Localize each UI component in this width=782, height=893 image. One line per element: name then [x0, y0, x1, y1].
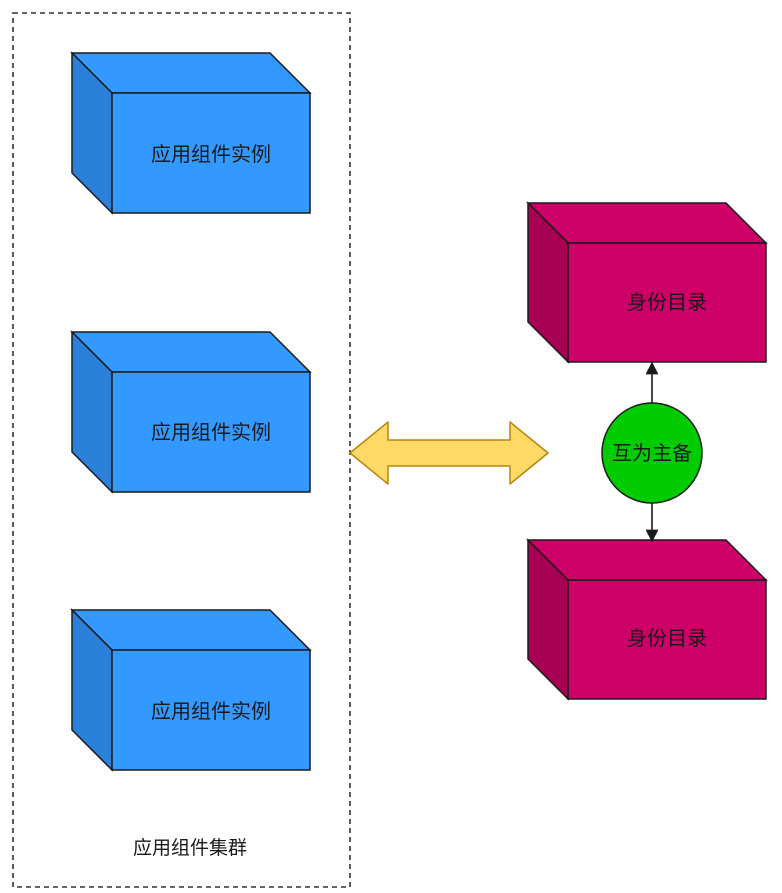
app-instance-box: 应用组件实例	[70, 330, 312, 494]
identity-directory-label: 身份目录	[627, 290, 707, 314]
identity-directory-label: 身份目录	[627, 626, 707, 650]
identity-directory-box: 身份目录	[526, 201, 768, 364]
app-instance-label: 应用组件实例	[151, 142, 271, 166]
relation-circle	[601, 402, 703, 504]
cluster-label: 应用组件集群	[133, 837, 247, 859]
double-arrow-icon	[349, 421, 549, 485]
relation-label: 互为主备	[612, 441, 692, 465]
box-top-face	[526, 539, 768, 581]
app-instance-box: 应用组件实例	[70, 51, 312, 215]
app-instance-box: 应用组件实例	[70, 608, 312, 772]
box-front-face	[567, 579, 767, 700]
identity-directory-box: 身份目录	[526, 538, 768, 701]
box-top-face	[70, 331, 312, 373]
box-top-face	[526, 202, 768, 244]
app-instance-label: 应用组件实例	[151, 420, 271, 444]
box-top-face	[70, 52, 312, 94]
box-front-face	[111, 371, 311, 493]
box-front-face	[111, 92, 311, 214]
box-front-face	[111, 649, 311, 771]
cluster-boundary	[12, 12, 351, 888]
app-instance-label: 应用组件实例	[151, 699, 271, 723]
box-front-face	[567, 242, 767, 363]
box-top-face	[70, 609, 312, 651]
